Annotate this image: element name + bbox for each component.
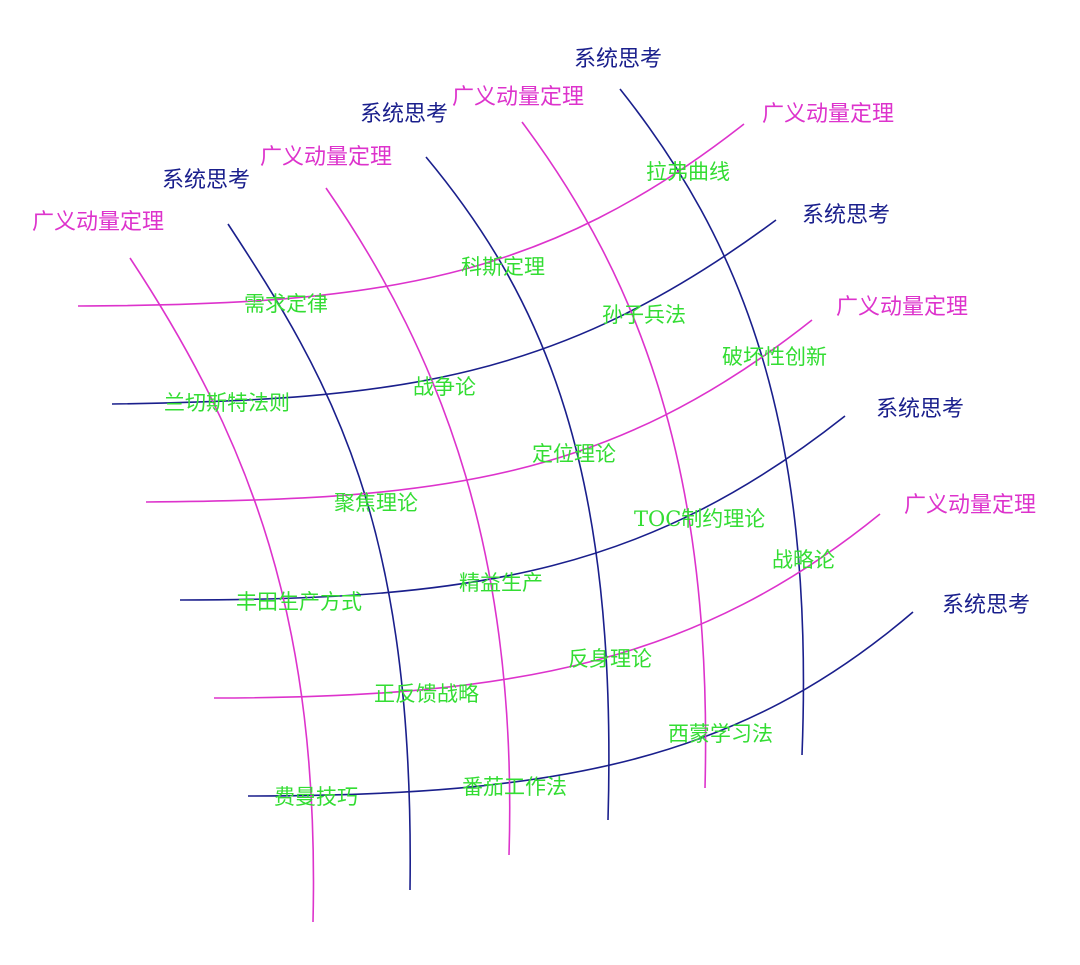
concept-label: 战略论 bbox=[772, 548, 835, 572]
systems-label: 系统思考 bbox=[360, 102, 448, 127]
concept-label: 拉弗曲线 bbox=[646, 160, 730, 184]
concept-label: 正反馈战略 bbox=[374, 682, 479, 706]
momentum-vertical-line bbox=[521, 121, 707, 789]
concept-label: TOC制约理论 bbox=[634, 507, 765, 531]
concept-label: 科斯定理 bbox=[461, 255, 545, 279]
systems-vertical-line bbox=[619, 88, 805, 756]
systems-label: 系统思考 bbox=[162, 168, 250, 193]
concept-label: 破坏性创新 bbox=[722, 345, 827, 369]
momentum-lines bbox=[77, 121, 881, 923]
systems-label: 系统思考 bbox=[876, 397, 964, 422]
systems-label: 系统思考 bbox=[942, 593, 1030, 618]
concept-label: 丰田生产方式 bbox=[236, 590, 362, 614]
concept-label: 兰切斯特法则 bbox=[164, 391, 290, 415]
systems-vertical-line bbox=[425, 156, 610, 821]
concept-label: 定位理论 bbox=[532, 442, 616, 466]
momentum-label: 广义动量定理 bbox=[762, 102, 894, 127]
systems-label: 系统思考 bbox=[574, 47, 662, 72]
momentum-labels: 广义动量定理 广义动量定理 广义动量定理 广义动量定理 广义动量定理 广义动量定… bbox=[32, 85, 1036, 518]
momentum-label: 广义动量定理 bbox=[836, 295, 968, 320]
momentum-vertical-line bbox=[325, 187, 511, 856]
concept-label: 精益生产 bbox=[459, 571, 543, 595]
systems-labels: 系统思考 系统思考 系统思考 系统思考 系统思考 系统思考 bbox=[162, 47, 1030, 618]
concept-label: 需求定律 bbox=[244, 292, 328, 316]
systems-horizontal-line bbox=[179, 415, 846, 601]
momentum-label: 广义动量定理 bbox=[904, 493, 1036, 518]
concept-label: 聚焦理论 bbox=[334, 491, 418, 515]
systems-horizontal-line bbox=[111, 219, 777, 405]
momentum-horizontal-line bbox=[77, 123, 745, 307]
momentum-vertical-line bbox=[129, 257, 315, 923]
concept-label: 番茄工作法 bbox=[462, 775, 567, 799]
concept-label: 战争论 bbox=[413, 375, 476, 399]
concept-label: 反身理论 bbox=[568, 647, 652, 671]
momentum-label: 广义动量定理 bbox=[452, 85, 584, 110]
momentum-label: 广义动量定理 bbox=[32, 210, 164, 235]
systems-label: 系统思考 bbox=[802, 203, 890, 228]
systems-lines bbox=[111, 88, 914, 891]
systems-horizontal-line bbox=[247, 611, 914, 797]
concept-label: 孙子兵法 bbox=[602, 303, 686, 327]
momentum-horizontal-line bbox=[145, 319, 813, 503]
momentum-label: 广义动量定理 bbox=[260, 145, 392, 170]
concept-labels: 拉弗曲线 科斯定理 需求定律 孙子兵法 破坏性创新 兰切斯特法则 战争论 定位理… bbox=[164, 160, 835, 809]
systems-vertical-line bbox=[227, 223, 411, 891]
momentum-horizontal-line bbox=[213, 513, 881, 699]
concept-label: 西蒙学习法 bbox=[668, 722, 773, 746]
concept-label: 费曼技巧 bbox=[274, 785, 358, 809]
